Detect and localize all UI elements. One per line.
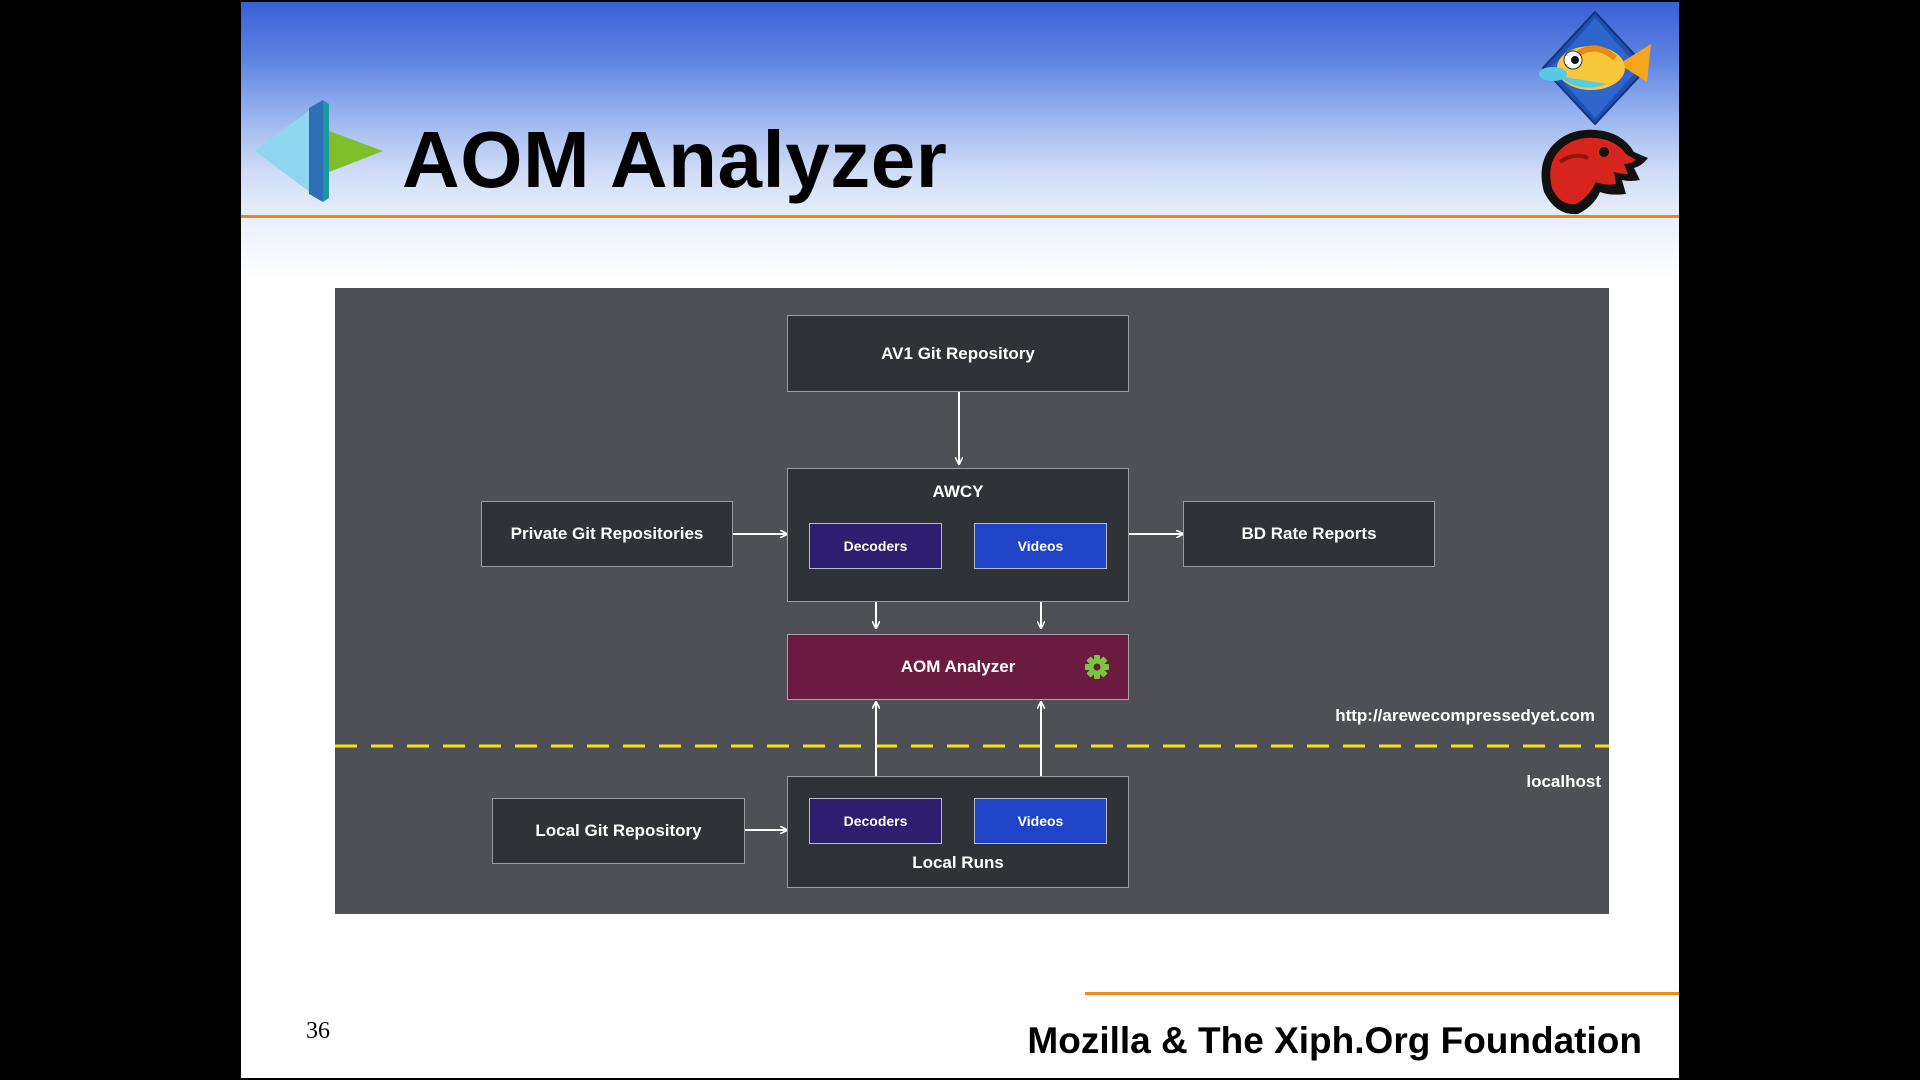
local-git-repository: Local Git Repository [492, 798, 745, 864]
footer-divider [1085, 992, 1679, 995]
remote-url-label: http://arewecompressedyet.com [1335, 706, 1595, 725]
aom-analyzer-box: AOM Analyzer [787, 634, 1129, 700]
awcy-box: AWCY Decoders Videos [787, 468, 1129, 602]
slide-title: AOM Analyzer [402, 115, 948, 204]
local-videos: Videos [974, 798, 1107, 844]
local-decoders: Decoders [809, 798, 942, 844]
gear-icon [1085, 655, 1109, 679]
page-number: 36 [306, 1018, 330, 1044]
fish-logo [1539, 10, 1651, 126]
local-runs-title: Local Runs [912, 853, 1004, 872]
slide: AOM Analyzer [241, 2, 1679, 1078]
awcy-videos: Videos [974, 523, 1107, 569]
private-git-repositories: Private Git Repositories [481, 501, 733, 567]
footer-text: Mozilla & The Xiph.Org Foundation [1027, 1020, 1642, 1061]
bd-rate-reports: BD Rate Reports [1183, 501, 1435, 567]
awcy-decoders: Decoders [809, 523, 942, 569]
architecture-diagram: AV1 Git Repository AWCY Decoders Videos … [335, 288, 1609, 914]
header-divider [241, 215, 1679, 218]
av1-git-repository-label: AV1 Git Repository [881, 343, 1035, 363]
slide-header [241, 2, 1679, 278]
localhost-label: localhost [1526, 772, 1601, 791]
aom-analyzer-label: AOM Analyzer [900, 657, 1016, 676]
awcy-title: AWCY [932, 482, 984, 501]
mozilla-logo [1541, 129, 1648, 215]
aom-logo [255, 100, 383, 202]
private-git-repositories-label: Private Git Repositories [510, 524, 704, 543]
local-runs-box: Decoders Videos Local Runs [787, 776, 1129, 888]
local-git-repository-label: Local Git Repository [535, 821, 702, 840]
av1-git-repository: AV1 Git Repository [787, 315, 1129, 392]
bd-rate-reports-label: BD Rate Reports [1241, 524, 1377, 543]
